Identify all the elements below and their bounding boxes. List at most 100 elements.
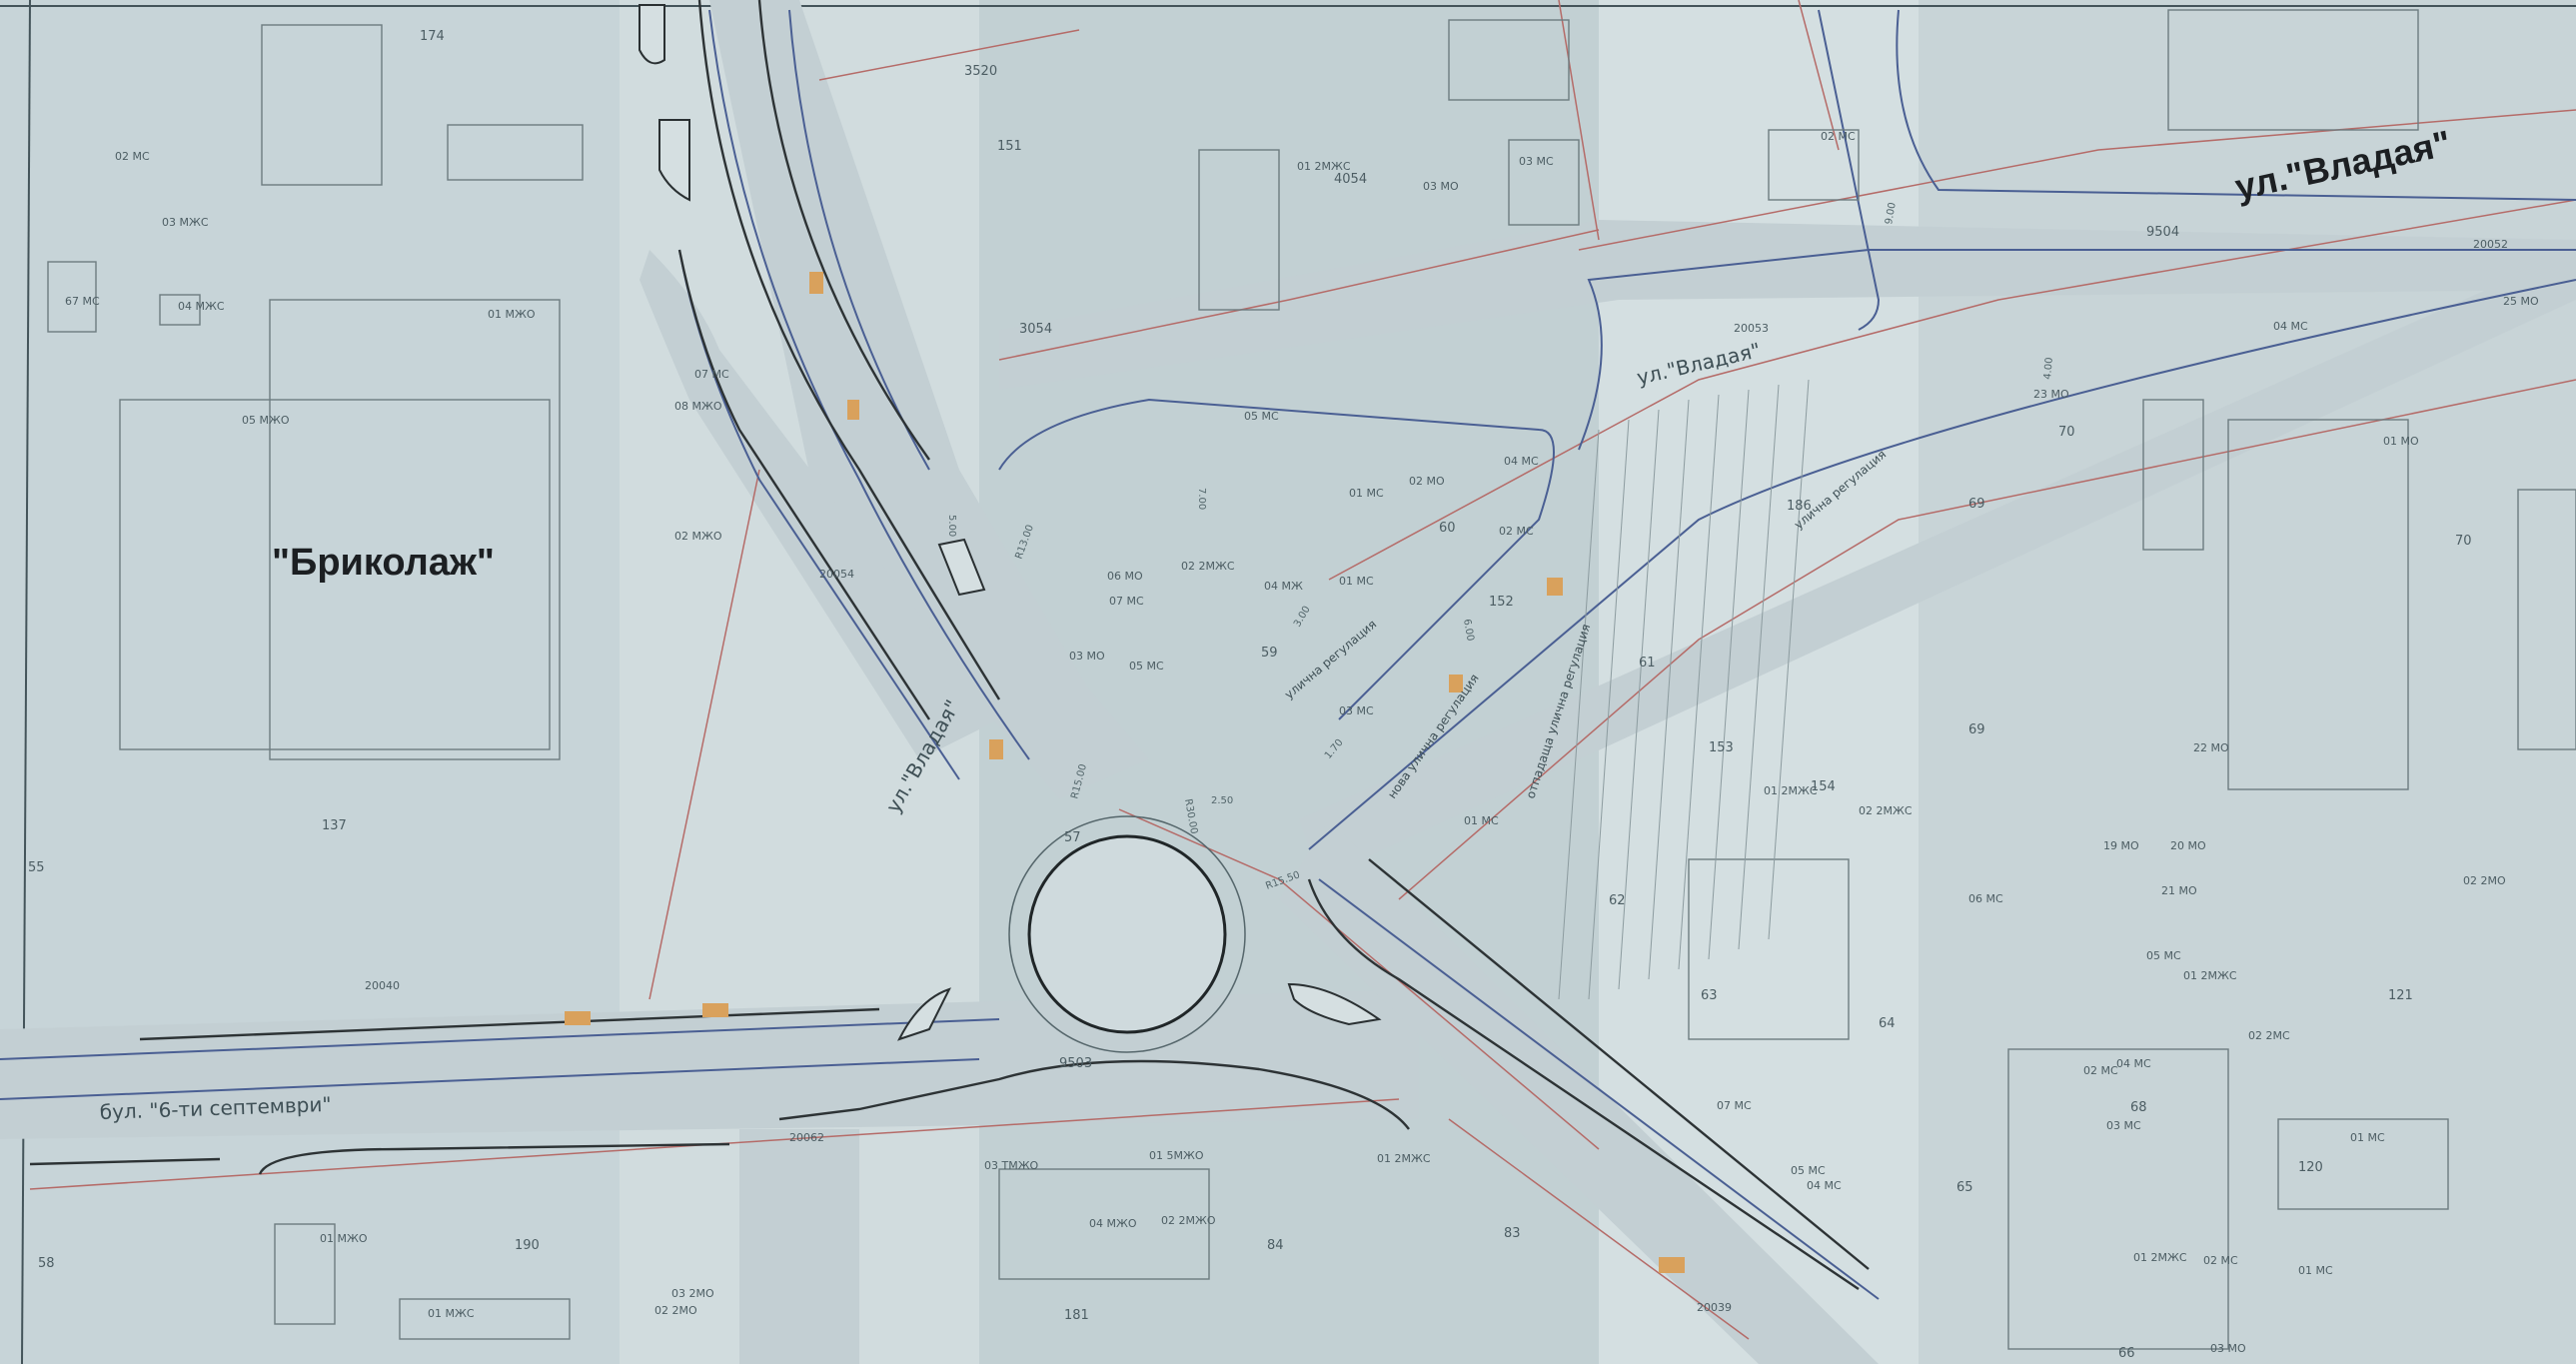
building-code: 04 МЖО	[1089, 1217, 1137, 1230]
building-code: 23 МО	[2033, 388, 2069, 401]
plot-number: 58	[38, 1256, 55, 1271]
building-code: 03 МЖС	[162, 216, 209, 229]
plot-number: 70	[2455, 534, 2472, 549]
building-code: 03 МО	[2210, 1342, 2246, 1355]
building-code: 04 МС	[2273, 320, 2308, 333]
building-code: 01 МО	[2383, 435, 2419, 448]
building-code: 01 МЖО	[488, 308, 536, 321]
building-code: 05 МС	[1791, 1164, 1826, 1177]
plot-number: 65	[1956, 1180, 1973, 1195]
building-code: 02 2МЖС	[1859, 804, 1913, 817]
building-code: 01 МС	[1339, 575, 1374, 588]
fold-panel-5	[1919, 0, 2576, 1364]
plot-number: 137	[322, 818, 347, 833]
building-code: 01 2МЖС	[1377, 1152, 1431, 1165]
plot-number: 68	[2130, 1100, 2147, 1115]
building-code: 02 МО	[1409, 475, 1445, 488]
plot-number: 61	[1639, 656, 1656, 671]
building-code: 03 МС	[1519, 155, 1554, 168]
building-code: 06 МО	[1107, 570, 1143, 583]
building-code: 01 МС	[1349, 487, 1384, 500]
building-code: 05 МС	[1244, 410, 1279, 423]
building-code: 20 МО	[2170, 839, 2206, 852]
building-code: 25 МО	[2503, 295, 2539, 308]
building-code: 19 МО	[2103, 839, 2139, 852]
building-code: 04 МЖС	[178, 300, 225, 313]
plot-number: 64	[1879, 1016, 1896, 1031]
building-code: 07 МС	[1717, 1099, 1752, 1112]
building-code: 03 ТМЖО	[984, 1159, 1039, 1172]
station-label: 20062	[789, 1131, 824, 1144]
plot-number: 120	[2298, 1160, 2323, 1175]
building-code: 01 2МЖС	[1764, 784, 1818, 797]
building-code: 03 МС	[1339, 704, 1374, 717]
plot-number: 181	[1064, 1308, 1089, 1323]
plot-number: 154	[1811, 779, 1836, 794]
buildings	[47, 9, 2576, 1350]
plot-number: 69	[1968, 497, 1985, 512]
building-code: 02 2МЖС	[1181, 560, 1235, 573]
plot-number: 153	[1709, 740, 1734, 755]
building-code: 01 МС	[1464, 814, 1499, 827]
station-label: 20040	[365, 979, 400, 992]
roundabout	[1008, 815, 1246, 1053]
plot-number: 55	[28, 860, 45, 875]
building-code: 01 2МЖС	[2183, 969, 2237, 982]
building-code: 02 2МЖО	[1161, 1214, 1216, 1227]
dimension-label: 2.50	[1211, 795, 1233, 806]
building-code: 03 МС	[2106, 1119, 2141, 1132]
station-label: 20052	[2473, 238, 2508, 251]
building-code: 01 2МЖС	[2133, 1251, 2187, 1264]
building-code: 02 МС	[115, 150, 150, 163]
dimension-label: 5.00	[946, 515, 957, 537]
station-label: 20039	[1697, 1301, 1732, 1314]
building-code: 02 МС	[2203, 1254, 2238, 1267]
plot-number: 190	[515, 1238, 540, 1253]
dimension-label: 9.00	[1884, 202, 1899, 226]
plot-number: 151	[997, 139, 1022, 154]
plot-number: 84	[1267, 1238, 1284, 1253]
station-label: 20053	[1734, 322, 1769, 335]
plot-number: 3520	[964, 64, 997, 79]
plot-number: 62	[1609, 893, 1626, 908]
plot-number: 70	[2058, 425, 2075, 440]
station-labels: 20054 20053 20052 20040 20062 20039	[365, 238, 2508, 1314]
building-code: 22 МО	[2193, 741, 2229, 754]
plot-number: 4054	[1334, 172, 1367, 187]
building-code: 02 2МО	[2463, 874, 2506, 887]
plot-number: 3054	[1019, 322, 1052, 337]
building-code: 05 МС	[2146, 949, 2181, 962]
building-code: 02 МС	[1821, 130, 1856, 143]
building-code: 01 МЖС	[428, 1307, 475, 1320]
building-code: 06 МС	[1968, 892, 2003, 905]
regulation-hatch	[1558, 379, 1810, 1000]
dimension-label: 6.00	[1461, 619, 1476, 643]
building-code: 01 МС	[2350, 1131, 2385, 1144]
building-code: 02 2МО	[654, 1304, 697, 1317]
dimension-label: 4.00	[2042, 357, 2055, 380]
curb-lines	[29, 0, 1870, 1290]
store-title: "Бриколаж"	[272, 542, 495, 584]
traffic-islands	[639, 4, 1382, 1041]
plot-number: 83	[1504, 1226, 1521, 1241]
building-code: 02 МЖО	[674, 530, 722, 543]
dimension-label: 7.00	[1196, 488, 1207, 510]
plot-number: 186	[1787, 499, 1812, 514]
plot-number: 121	[2388, 988, 2413, 1003]
building-code: 04 МЖ	[1264, 580, 1303, 593]
building-code: 01 МС	[2298, 1264, 2333, 1277]
building-code: 05 МЖО	[242, 414, 290, 427]
plot-number: 60	[1439, 521, 1456, 536]
plot-number: 174	[420, 29, 445, 44]
building-codes: 02 МС 03 МЖС 67 МС 04 МЖС 01 МЖО 05 МЖО …	[65, 130, 2539, 1355]
building-code: 01 2МЖС	[1297, 160, 1351, 173]
building-code: 07 МС	[1109, 595, 1144, 608]
building-code: 03 МО	[1423, 180, 1459, 193]
building-code: 01 МЖО	[320, 1232, 368, 1245]
building-code: 04 МС	[2116, 1057, 2151, 1070]
plot-number: 63	[1701, 988, 1718, 1003]
building-code: 05 МС	[1129, 660, 1164, 673]
building-code: 08 МЖО	[674, 400, 722, 413]
building-code: 01 5МЖО	[1149, 1149, 1204, 1162]
plot-number: 59	[1261, 646, 1278, 661]
